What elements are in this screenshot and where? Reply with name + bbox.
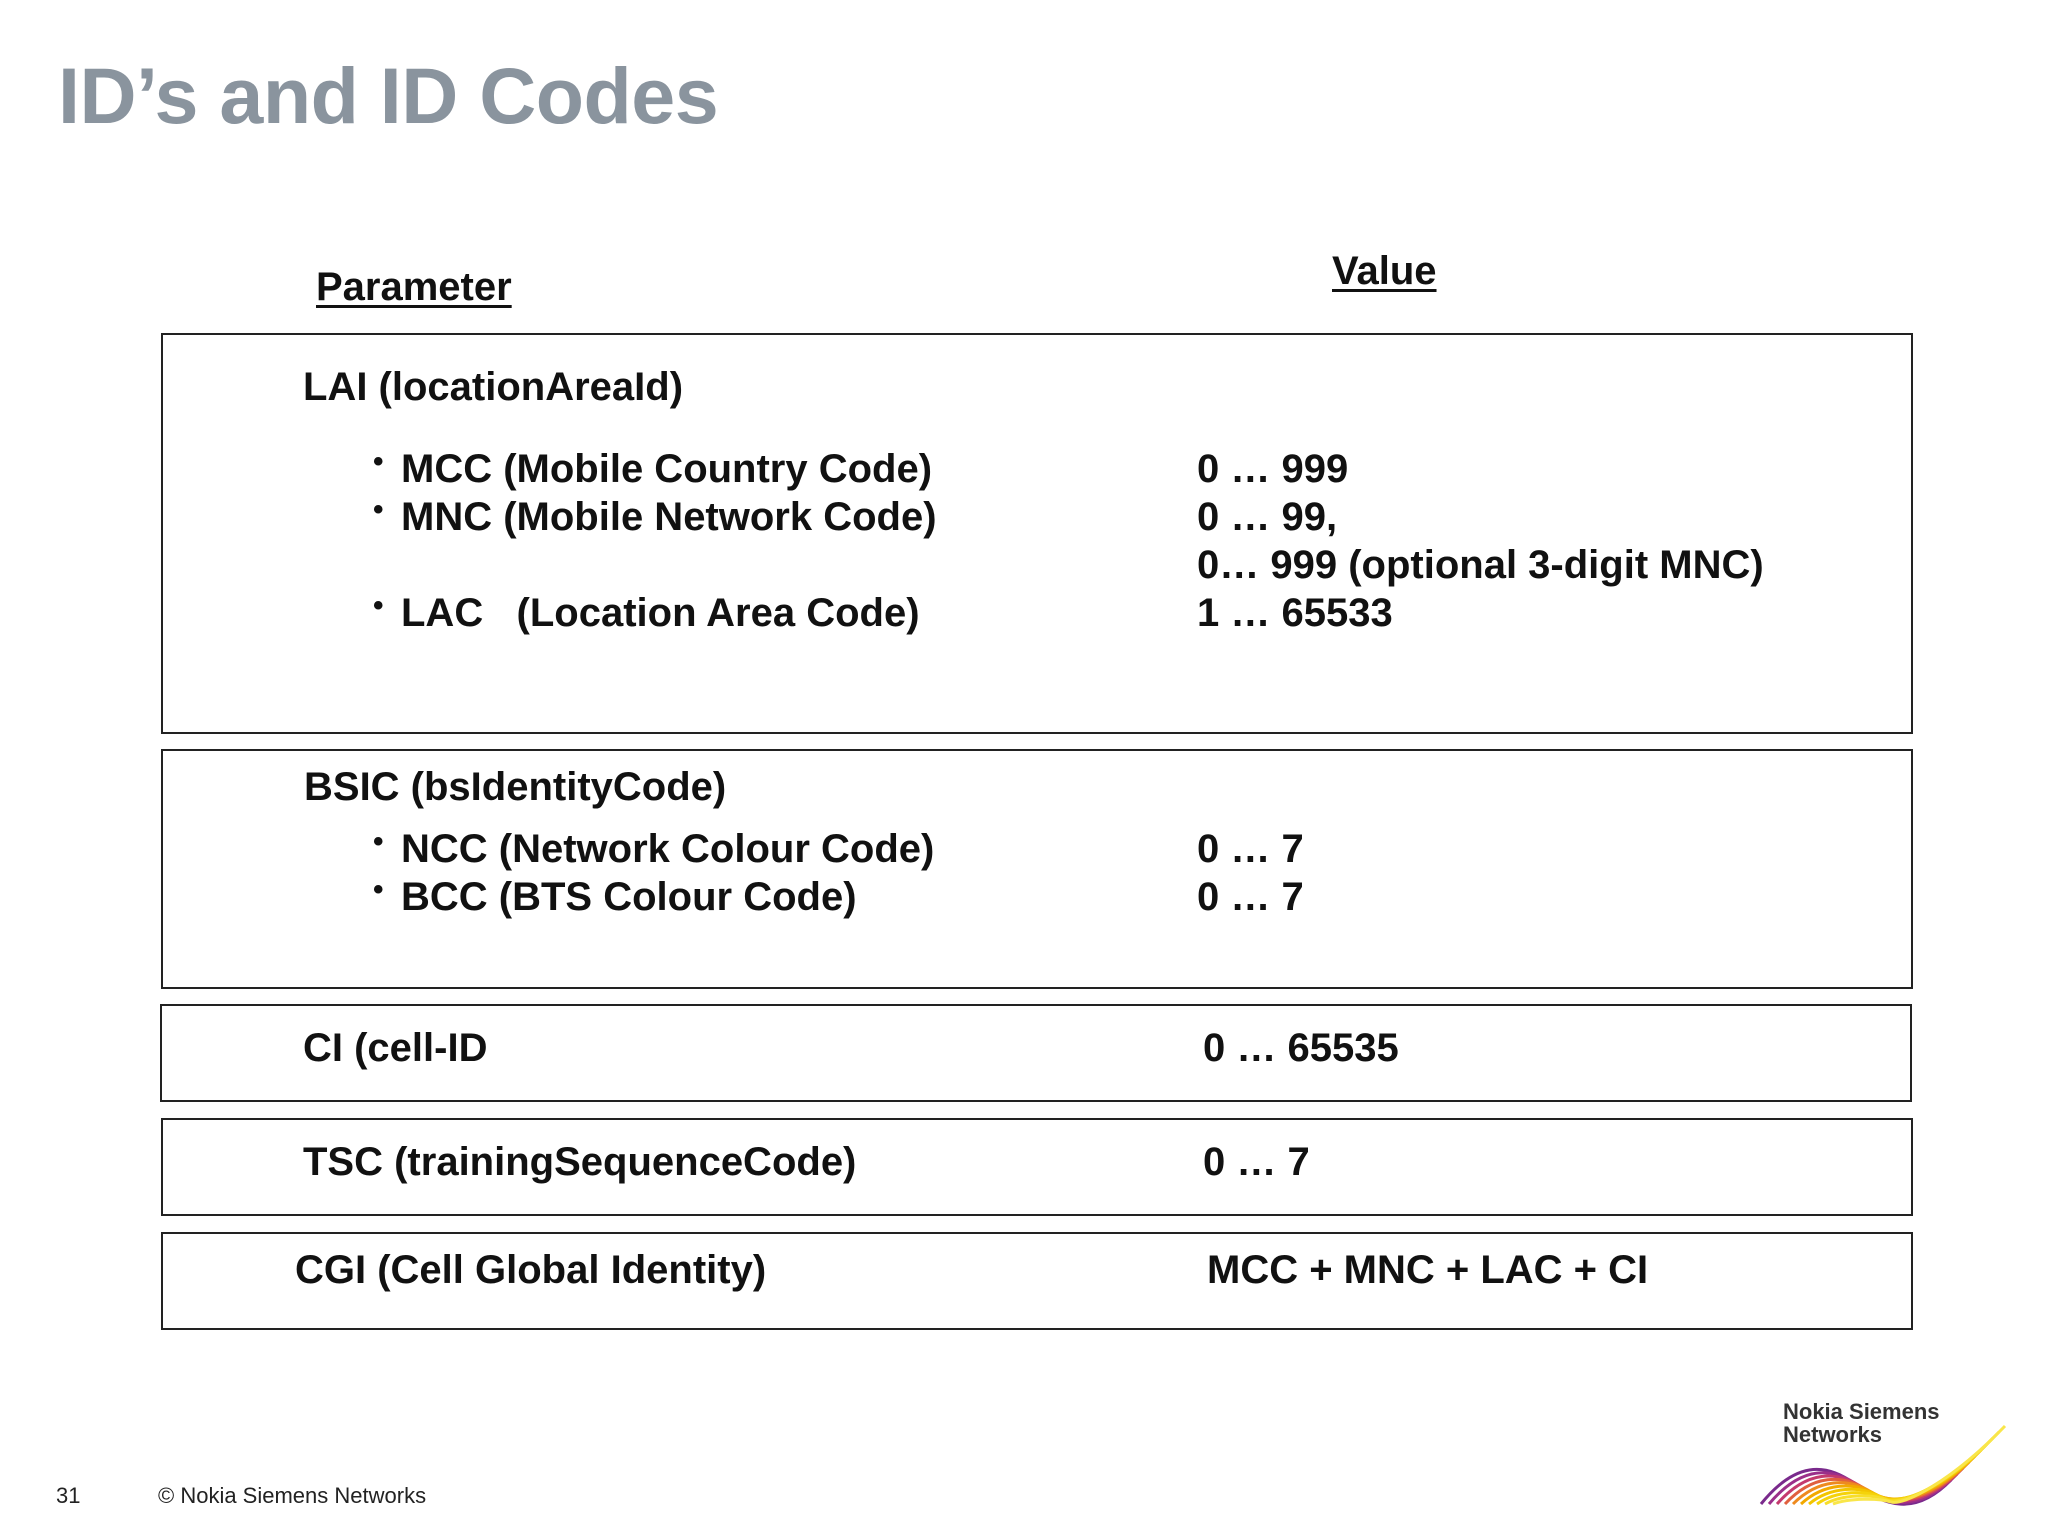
bcc-label: BCC (BTS Colour Code): [401, 875, 857, 919]
tsc-label: TSC (trainingSequenceCode): [303, 1140, 857, 1184]
nokia-siemens-networks-logo: Nokia Siemens Networks: [1755, 1392, 2011, 1510]
lac-label: LAC (Location Area Code): [401, 591, 920, 635]
cgi-box: CGI (Cell Global Identity) MCC + MNC + L…: [161, 1232, 1913, 1330]
cgi-label: CGI (Cell Global Identity): [295, 1248, 767, 1292]
lac-value: 1 … 65533: [1197, 591, 1393, 635]
lai-box: LAI (locationAreaId) • MCC (Mobile Count…: [161, 333, 1913, 734]
bsic-row-bcc: • BCC (BTS Colour Code) 0 … 7: [163, 873, 1911, 923]
mcc-label: MCC (Mobile Country Code): [401, 447, 933, 491]
lai-row-lac: • LAC (Location Area Code) 1 … 65533: [163, 589, 1911, 639]
value-column-header: Value: [1332, 249, 1437, 293]
lai-row-mnc: • MNC (Mobile Network Code) 0 … 99,: [163, 493, 1911, 543]
mnc-optional-value: 0… 999 (optional 3-digit MNC): [1197, 543, 1764, 587]
ci-label: CI (cell-ID: [303, 1026, 488, 1070]
logo-wave-graphic: [1759, 1424, 2007, 1506]
mnc-value: 0 … 99,: [1197, 495, 1338, 539]
tsc-value: 0 … 7: [1203, 1140, 1310, 1184]
mcc-value: 0 … 999: [1197, 447, 1349, 491]
bsic-row-ncc: • NCC (Network Colour Code) 0 … 7: [163, 825, 1911, 875]
bullet: •: [373, 589, 384, 622]
logo-line-1: Nokia Siemens: [1783, 1399, 1940, 1424]
ncc-value: 0 … 7: [1197, 827, 1304, 871]
ci-box: CI (cell-ID 0 … 65535: [160, 1004, 1912, 1102]
bullet: •: [373, 825, 384, 858]
copyright-text: © Nokia Siemens Networks: [158, 1483, 427, 1508]
cgi-value: MCC + MNC + LAC + CI: [1207, 1248, 1649, 1292]
ncc-label: NCC (Network Colour Code): [401, 827, 935, 871]
mnc-label: MNC (Mobile Network Code): [401, 495, 937, 539]
logo-line-2: Networks: [1783, 1422, 1883, 1447]
tsc-box: TSC (trainingSequenceCode) 0 … 7: [161, 1118, 1913, 1216]
page-number: 31: [56, 1483, 81, 1508]
bcc-value: 0 … 7: [1197, 875, 1304, 919]
logo-text: Nokia Siemens Networks: [1783, 1400, 1940, 1446]
parameter-column-header: Parameter: [316, 265, 512, 309]
bullet: •: [373, 445, 384, 478]
bsic-title: BSIC (bsIdentityCode): [304, 765, 727, 809]
bullet: •: [373, 873, 384, 906]
lai-title: LAI (locationAreaId): [303, 365, 684, 409]
slide-title: ID’s and ID Codes: [58, 51, 719, 140]
bsic-box: BSIC (bsIdentityCode) • NCC (Network Col…: [161, 749, 1913, 989]
lai-row-mcc: • MCC (Mobile Country Code) 0 … 999: [163, 445, 1911, 495]
ci-value: 0 … 65535: [1203, 1026, 1399, 1070]
bullet: •: [373, 493, 384, 526]
lai-row-mnc-optional: 0… 999 (optional 3-digit MNC): [163, 543, 1911, 591]
